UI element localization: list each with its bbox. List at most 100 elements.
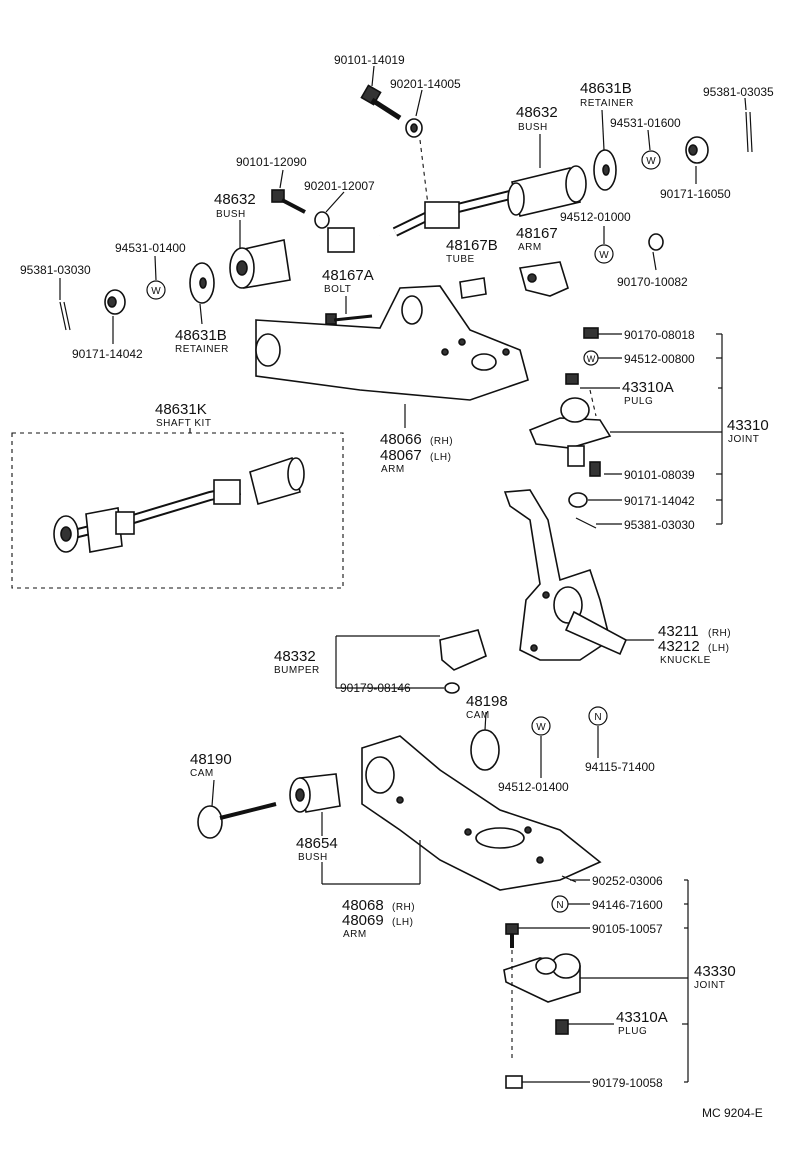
- label-94115-71400: 94115-71400: [585, 760, 655, 774]
- label-94512-01400: 94512-01400: [498, 780, 569, 794]
- label-48632-left: 48632: [214, 191, 256, 208]
- nut-n-icon: N: [594, 712, 601, 723]
- nut-n-icon: N: [556, 900, 563, 911]
- label-90171-14042: 90171-14042: [72, 347, 143, 361]
- nut-icon-94115-71400: [588, 706, 608, 726]
- label-95381-03030: 95381-03030: [20, 263, 91, 277]
- label-retainer: RETAINER: [580, 98, 634, 109]
- footer-code: MC 9204-E: [702, 1106, 763, 1120]
- label-arm-upper: ARM: [381, 464, 405, 475]
- bolt-48167a: [325, 313, 373, 325]
- upper-shaft-assembly: [247, 190, 512, 271]
- nut-90171-14042-left: [104, 289, 126, 315]
- labels: 90101-14019 90201-14005 48631B RETAINER …: [20, 53, 774, 1120]
- bolt-90101-14019: [360, 84, 402, 121]
- upper-arm-48066: [255, 285, 529, 401]
- shaft-kit-box: [11, 432, 344, 589]
- washer-w-icon: W: [536, 722, 546, 733]
- label-pulg: PULG: [624, 396, 653, 407]
- label-48067: 48067: [380, 447, 422, 464]
- label-bush: BUSH: [518, 122, 548, 133]
- label-90179-08146: 90179-08146: [340, 681, 411, 695]
- washer-w-icon: W: [151, 286, 161, 297]
- washer-90201-12007: [314, 211, 330, 229]
- label-90179-10058: 90179-10058: [592, 1076, 663, 1090]
- leader-lines-43310: [580, 333, 723, 525]
- label-48632: 48632: [516, 104, 558, 121]
- washer-icon-94531-01600: [641, 150, 661, 170]
- cotter-pin-95381-03035: [745, 111, 753, 153]
- label-48067-lh: (LH): [430, 452, 451, 463]
- label-90171-16050: 90171-16050: [660, 187, 731, 201]
- cam-48190: [197, 802, 277, 839]
- label-94531-01400: 94531-01400: [115, 241, 186, 255]
- label-joint: JOINT: [728, 434, 759, 445]
- bumper-48332: [439, 629, 487, 694]
- label-cam: CAM: [466, 710, 490, 721]
- label-43212-lh: (LH): [708, 643, 729, 654]
- shaft-kit-48631k: [53, 456, 305, 553]
- leader-lines: [59, 65, 747, 885]
- label-48198: 48198: [466, 693, 508, 710]
- label-48631b: 48631B: [580, 80, 632, 97]
- washer-icon-94512-01400: [531, 716, 551, 736]
- label-95381-03035: 95381-03035: [703, 85, 774, 99]
- label-43310: 43310: [727, 417, 769, 434]
- label-94512-00800: 94512-00800: [624, 352, 695, 366]
- knuckle-43211: [503, 489, 628, 661]
- label-90101-14019: 90101-14019: [334, 53, 405, 67]
- label-90170-10082: 90170-10082: [617, 275, 688, 289]
- label-43211: 43211: [658, 623, 699, 640]
- bush-48632-left: [229, 239, 291, 289]
- label-plug: PLUG: [618, 1026, 647, 1037]
- bush-48632-right: [507, 165, 587, 217]
- label-90201-14005: 90201-14005: [390, 77, 461, 91]
- washer-icon-94531-01400: [146, 280, 166, 300]
- label-48069: 48069: [342, 912, 384, 929]
- retainer-48631b-upper: [593, 149, 617, 191]
- lower-arm-48068: [361, 735, 602, 891]
- label-arm: ARM: [518, 242, 542, 253]
- label-retainer-left: RETAINER: [175, 344, 229, 355]
- bush-48654: [289, 773, 341, 813]
- label-cam-left: CAM: [190, 768, 214, 779]
- label-48069-lh: (LH): [392, 917, 413, 928]
- label-bumper: BUMPER: [274, 665, 320, 676]
- label-43212: 43212: [658, 638, 700, 655]
- label-90105-10057: 90105-10057: [592, 922, 663, 936]
- cam-48198: [470, 729, 500, 771]
- cotter-pin-95381-03030: [59, 301, 71, 331]
- label-94531-01600: 94531-01600: [610, 116, 681, 130]
- label-43211-rh: (RH): [708, 628, 731, 639]
- retainer-48631b-lower: [189, 262, 215, 304]
- label-90101-08039: 90101-08039: [624, 468, 695, 482]
- label-48167: 48167: [516, 225, 558, 242]
- washer-w-icon: W: [646, 156, 656, 167]
- leader-lines-43330: [518, 879, 689, 1083]
- label-bush-lower: BUSH: [298, 852, 328, 863]
- label-48631b-left: 48631B: [175, 327, 227, 344]
- label-bush-left: BUSH: [216, 209, 246, 220]
- bolt-90101-12090: [271, 189, 306, 214]
- label-48066: 48066: [380, 431, 422, 448]
- nut-90171-16050: [685, 136, 709, 164]
- label-90170-08018: 90170-08018: [624, 328, 695, 342]
- label-48654: 48654: [296, 835, 338, 852]
- nut-90170-10082: [648, 233, 664, 251]
- label-48332: 48332: [274, 648, 316, 665]
- washer-w-icon: W: [587, 354, 596, 364]
- label-94146-71600: 94146-71600: [592, 898, 663, 912]
- label-joint-lower: JOINT: [694, 980, 725, 991]
- label-tube: TUBE: [446, 254, 475, 265]
- label-knuckle: KNUCKLE: [660, 655, 711, 666]
- ball-joint-43310: W: [528, 327, 612, 529]
- washer-w-icon: W: [599, 250, 609, 261]
- label-48631k: 48631K: [155, 401, 207, 418]
- label-arm-lower: ARM: [343, 929, 367, 940]
- washer-icon-94512-01000: [594, 244, 614, 264]
- label-90201-12007: 90201-12007: [304, 179, 375, 193]
- label-43310a-lower: 43310A: [616, 1009, 668, 1026]
- label-48066-rh: (RH): [430, 436, 453, 447]
- tube-48167b: [459, 277, 487, 299]
